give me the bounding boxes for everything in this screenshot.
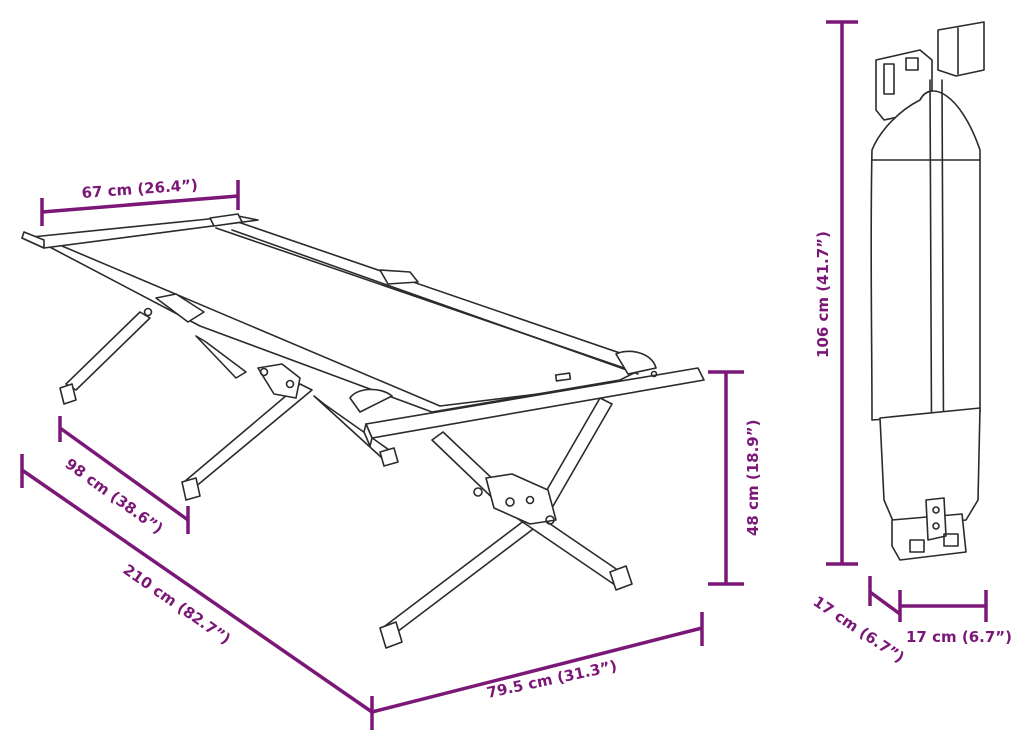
bed-width-label: 67 cm (26.4”): [81, 176, 198, 202]
back-x-legs: [59, 307, 399, 501]
height-label: 48 cm (18.9”): [744, 420, 762, 536]
folded-cot-drawing: [870, 21, 985, 561]
footprint-width-label: 79.5 cm (31.3”): [485, 657, 618, 702]
folded-depth-label: 17 cm (6.7”): [810, 592, 908, 666]
dimension-lines: [20, 20, 988, 730]
cot-frame-rails: [21, 213, 705, 447]
front-x-legs: [379, 397, 633, 649]
unfolded-cot-drawing: [21, 213, 705, 649]
cot-straps: [155, 269, 658, 413]
folded-height-label: 106 cm (41.7”): [814, 231, 832, 358]
folded-width-label: 17 cm (6.7”): [906, 628, 1012, 646]
